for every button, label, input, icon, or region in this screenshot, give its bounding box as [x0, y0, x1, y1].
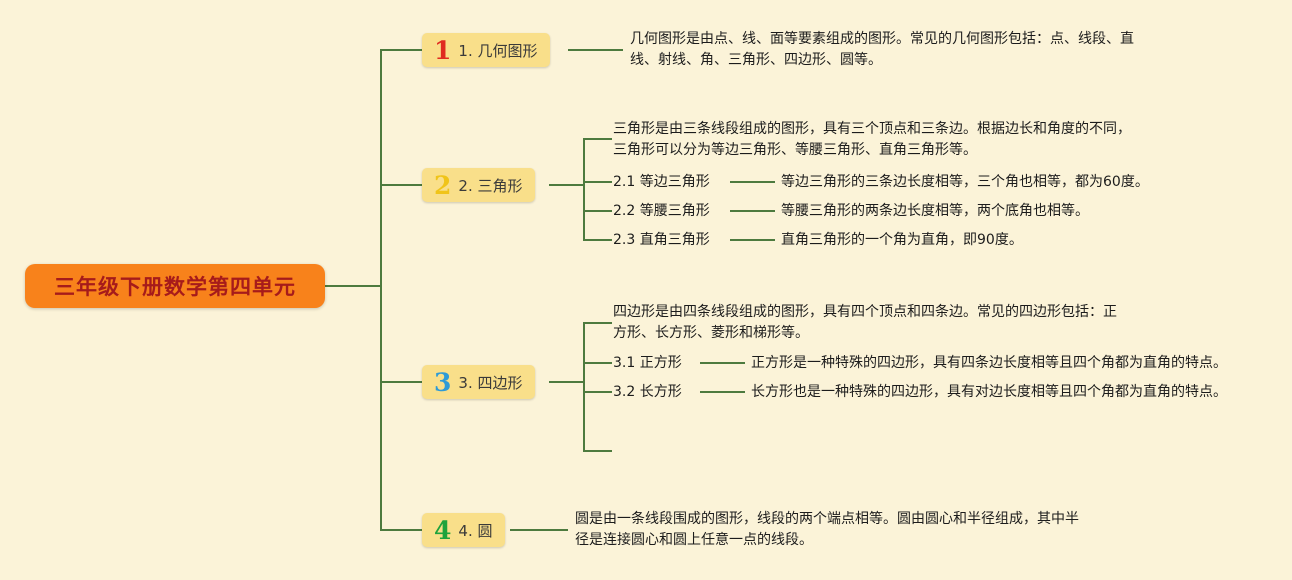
- connector-branch3-bracket: [583, 322, 585, 452]
- connector-branch3-stub: [380, 381, 422, 383]
- connector-sub31-to-desc: [700, 362, 745, 364]
- subnode-square[interactable]: 3.1 正方形: [613, 355, 682, 371]
- branch2-number: 2: [434, 170, 452, 200]
- root-node[interactable]: 三年级下册数学第四单元: [25, 264, 325, 308]
- connector-branch3-to-bracket: [549, 381, 585, 383]
- connector-branch2-stub: [380, 184, 422, 186]
- branch2-label: 2. 三角形: [458, 176, 523, 195]
- branch1-label: 1. 几何图形: [458, 41, 538, 60]
- subnode-equilateral-triangle-description: 等边三角形的三条边长度相等，三个角也相等，都为60度。: [781, 174, 1149, 190]
- branch1-description: 几何图形是由点、线、面等要素组成的图形。常见的几何图形包括：点、线段、直线、射线…: [630, 31, 1134, 68]
- connector-branch2-to-bracket: [549, 184, 585, 186]
- connector-root-to-spine: [325, 285, 381, 287]
- subnode-right-triangle[interactable]: 2.3 直角三角形: [613, 232, 710, 248]
- root-label: 三年级下册数学第四单元: [54, 275, 296, 299]
- connector-sub21-tick: [583, 181, 612, 183]
- branch3-description: 四边形是由四条线段组成的图形，具有四个顶点和四条边。常见的四边形包括：正方形、长…: [613, 304, 1117, 341]
- connector-sub23-to-desc: [730, 239, 775, 241]
- connector-branch3-bottom-tick: [583, 450, 612, 452]
- connector-branch2-bracket: [583, 138, 585, 241]
- connector-sub22-to-desc: [730, 210, 775, 212]
- connector-branch1-to-desc: [568, 49, 623, 51]
- branch1-number: 1: [434, 35, 452, 65]
- subnode-square-description: 正方形是一种特殊的四边形，具有四条边长度相等且四个角都为直角的特点。: [751, 355, 1227, 371]
- connector-branch3-desc-tick: [583, 322, 612, 324]
- branch-node-circle[interactable]: 4 4. 圆: [422, 513, 505, 547]
- subnode-isosceles-triangle-description: 等腰三角形的两条边长度相等，两个底角也相等。: [781, 203, 1089, 219]
- connector-sub32-to-desc: [700, 391, 745, 393]
- branch4-label: 4. 圆: [458, 521, 493, 540]
- connector-spine: [380, 49, 382, 531]
- branch2-description: 三角形是由三条线段组成的图形，具有三个顶点和三条边。根据边长和角度的不同，三角形…: [613, 121, 1131, 158]
- subnode-right-triangle-description: 直角三角形的一个角为直角，即90度。: [781, 232, 1023, 248]
- subnode-rectangle[interactable]: 3.2 长方形: [613, 384, 682, 400]
- connector-branch1-stub: [380, 49, 422, 51]
- connector-sub21-to-desc: [730, 181, 775, 183]
- connector-branch4-to-desc: [510, 529, 568, 531]
- branch4-description: 圆是由一条线段围成的图形，线段的两个端点相等。圆由圆心和半径组成，其中半径是连接…: [575, 511, 1079, 548]
- connector-sub23-tick: [583, 239, 612, 241]
- branch3-number: 3: [434, 367, 452, 397]
- subnode-equilateral-triangle[interactable]: 2.1 等边三角形: [613, 174, 710, 190]
- branch-node-quadrilateral[interactable]: 3 3. 四边形: [422, 365, 535, 399]
- branch3-label: 3. 四边形: [458, 373, 523, 392]
- connector-branch4-stub: [380, 529, 422, 531]
- connector-sub22-tick: [583, 210, 612, 212]
- connector-sub31-tick: [583, 362, 612, 364]
- branch4-number: 4: [434, 515, 452, 545]
- subnode-rectangle-description: 长方形也是一种特殊的四边形，具有对边长度相等且四个角都为直角的特点。: [751, 384, 1227, 400]
- branch-node-geometric-shapes[interactable]: 1 1. 几何图形: [422, 33, 550, 67]
- connector-branch2-desc-tick: [583, 138, 612, 140]
- subnode-isosceles-triangle[interactable]: 2.2 等腰三角形: [613, 203, 710, 219]
- connector-sub32-tick: [583, 391, 612, 393]
- branch-node-triangle[interactable]: 2 2. 三角形: [422, 168, 535, 202]
